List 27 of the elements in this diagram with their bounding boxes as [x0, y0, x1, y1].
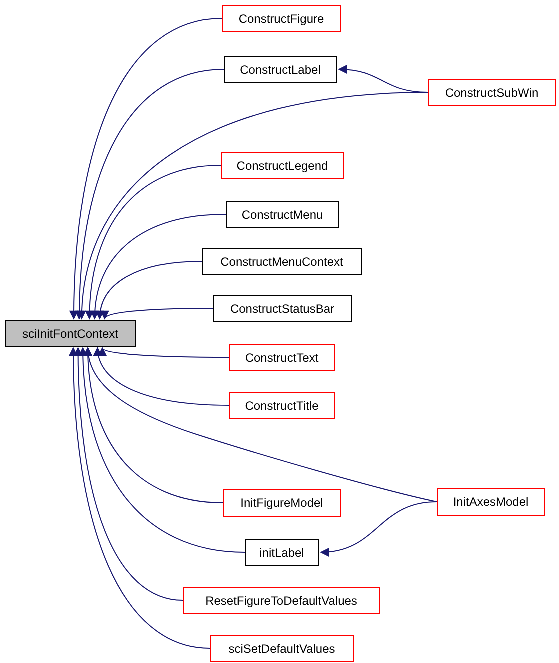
function-box: ConstructStatusBar [213, 295, 352, 322]
arrow [74, 347, 184, 601]
arrow [102, 347, 230, 358]
arrow [78, 92, 428, 320]
arrow [86, 165, 222, 320]
function-box: ConstructTitle [229, 392, 335, 419]
function-box: ConstructMenu [226, 201, 339, 228]
arrow [84, 347, 224, 504]
function-box: ConstructText [229, 344, 335, 371]
function-box: ConstructFigure [222, 5, 341, 32]
function-box: ConstructLabel [224, 56, 337, 83]
function-box: sciInitFontContext [5, 320, 136, 347]
arrow [90, 214, 226, 320]
arrow [320, 502, 438, 556]
function-box: initLabel [245, 539, 319, 566]
function-box: sciSetDefaultValues [210, 635, 354, 662]
arrow [94, 347, 230, 406]
function-box: ResetFigureToDefaultValues [183, 587, 380, 614]
arrow [75, 69, 224, 320]
arrow [78, 347, 246, 553]
function-box: ConstructMenuContext [202, 248, 362, 275]
function-box: InitAxesModel [437, 488, 545, 516]
function-box: ConstructLegend [221, 152, 344, 179]
arrow [69, 347, 210, 649]
arrow [70, 18, 222, 320]
function-box: ConstructSubWin [428, 79, 556, 106]
function-box: InitFigureModel [223, 489, 341, 517]
